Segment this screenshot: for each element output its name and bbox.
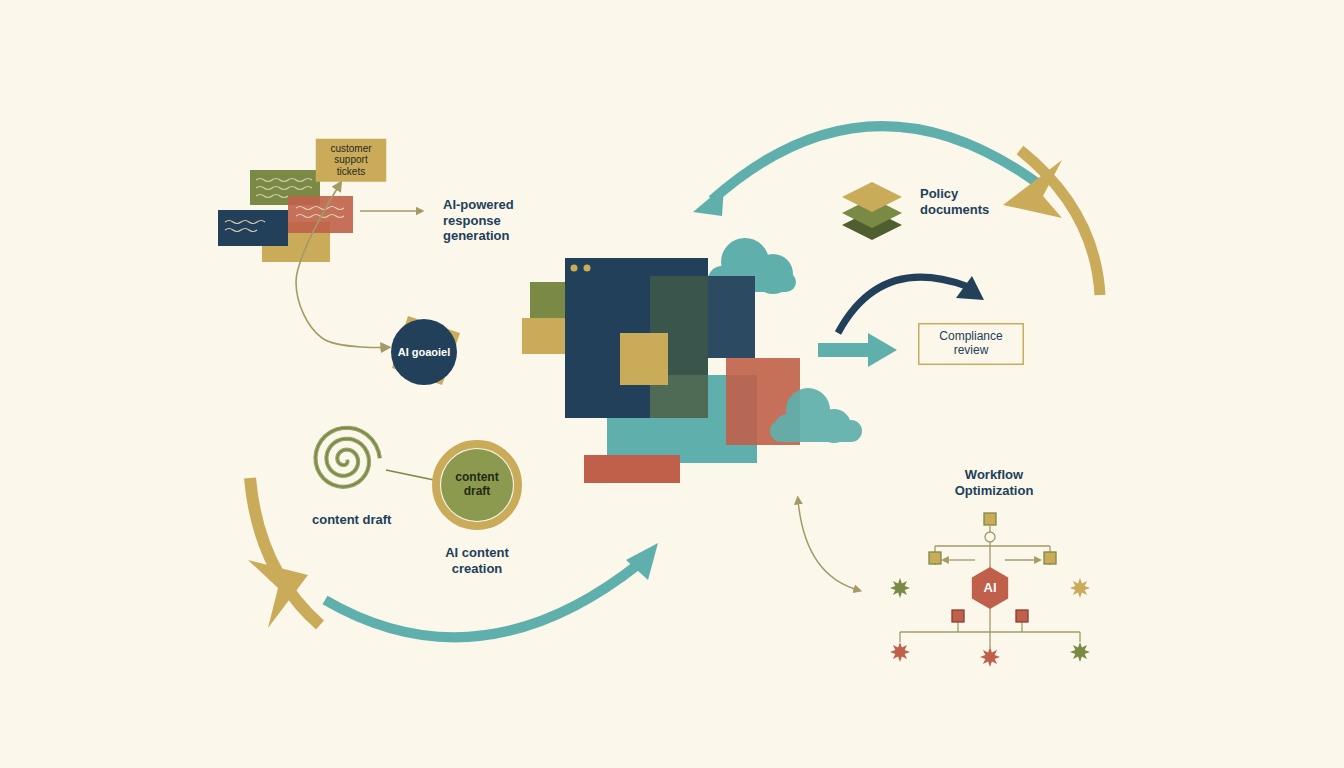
workflow-network [989,608,990,648]
ticket-card: customer support tickets [315,138,387,183]
spiral-link [386,470,434,480]
spiral-symbol [314,426,381,488]
spiral-stroke [314,426,381,488]
central-window [956,276,984,300]
ticket-stack [218,170,420,262]
hexagon-outline [972,567,1008,609]
central-window [770,388,862,443]
workflow-network [985,532,995,542]
workflow-network [1079,632,1080,642]
star-symbol [890,578,910,598]
workflow-network [945,559,975,560]
star-symbol [1070,578,1090,598]
cycle-arcs [693,186,724,216]
content-circle: content draft [432,440,522,530]
label-text: content draft [312,512,412,528]
workflow-network [952,610,964,622]
label-text: AI content creation [437,545,517,576]
central-window [571,265,578,272]
label-text: Policy documents [920,186,998,217]
ring-outline [436,444,518,526]
workflow-network [929,552,941,564]
star-symbol [890,642,910,662]
process-box: Compliance review [918,323,1024,365]
connector-arrow [296,182,389,347]
policy-stack [842,182,902,240]
network-stars [890,578,1090,667]
central-window [522,318,570,354]
central-window [818,343,870,357]
workflow-network [984,513,996,525]
label-text: Workflow Optimization [948,467,1040,498]
box-outline [316,139,387,182]
central-window [522,238,984,483]
text-stack: Compliance review [926,330,1016,358]
ticket-stack [256,187,312,190]
workflow-network [935,545,1050,546]
ticket-stack [296,207,344,210]
ticket-stack [225,221,265,224]
central-window [584,455,680,483]
star-symbol [980,647,1000,667]
central-window [530,282,570,320]
node-text: AI [984,581,997,596]
workflow-network [1044,552,1056,564]
node-text: Compliance review [926,330,1016,358]
ticket-stack [256,195,288,198]
cycle-arcs [1020,150,1100,295]
workflow-network [1005,559,1038,560]
node-text: customer support tickets [321,143,381,178]
ticket-stack [218,210,288,246]
cycle-arcs [626,543,658,580]
workflow-network [899,632,900,642]
central-window [708,276,755,358]
star-symbol [1070,642,1090,662]
cycle-arcs [248,560,308,628]
central-window [584,265,591,272]
text-stack: AI [984,581,997,596]
central-window [620,333,668,385]
spiral-stroke [317,429,378,485]
workflow-link [798,500,858,590]
ticket-stack [288,196,353,233]
workflow-network [1016,610,1028,622]
workflow-network [900,631,1080,632]
text-stack: content draft [446,471,508,499]
cycle-arcs [1003,160,1062,218]
cycle-arcs [248,126,1100,637]
circle-fill [441,449,513,521]
text-stack: customer support tickets [321,143,381,178]
policy-stack [842,182,902,212]
circle-fill [391,319,457,385]
central-window [868,333,897,367]
box-outline [919,324,1024,365]
ticket-stack [225,229,257,232]
ticket-stack [225,179,344,232]
label-text: AI-powered response generation [443,197,538,244]
ai-circle: AI goaoiel [391,319,457,385]
node-text: content draft [446,471,508,499]
diamond-backing [392,316,460,385]
central-window [770,420,862,442]
workflow-network [900,513,1080,648]
central-window [565,258,708,418]
node-text: AI goaoiel [398,346,451,359]
ticket-stack [360,210,420,212]
text-stack: AI goaoiel [398,346,451,359]
ai-hexagon: AI [969,567,1011,609]
ticket-stack [256,179,312,182]
